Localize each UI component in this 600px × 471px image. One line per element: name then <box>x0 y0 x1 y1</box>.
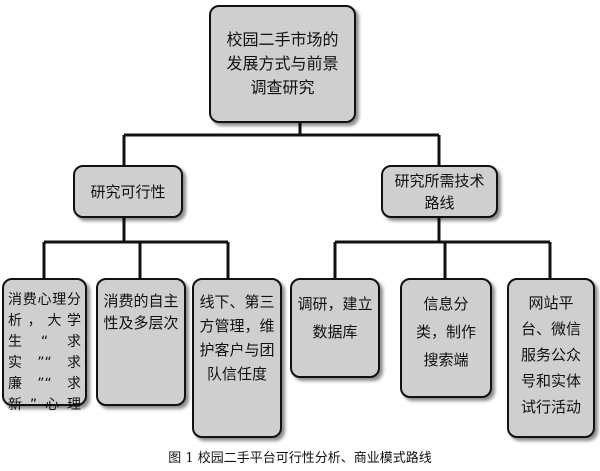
leaf-offline-management-node: 线下、第三方管理，维护客户与团队信任度 <box>192 278 282 438</box>
leaf-consumer-psychology-node: 消费心理分析，大学生“求实”“求廉”“求新”心理 <box>2 278 87 413</box>
branch-tech-route-node: 研究所需技术路线 <box>381 165 498 218</box>
leaf-autonomy-node: 消费的自主性及多层次 <box>96 278 186 406</box>
branch-tech-route-label: 研究所需技术路线 <box>394 171 485 212</box>
figure-caption: 图 1 校园二手平台可行性分析、商业模式路线 <box>168 451 432 466</box>
root-node: 校园二手市场的发展方式与前景调查研究 <box>209 5 356 123</box>
leaf-consumer-psychology-label: 消费心理分析，大学生“求实”“求廉”“求新”心理 <box>8 292 81 413</box>
leaf-research-database-label: 调研，建立数据库 <box>297 295 373 341</box>
branch-feasibility-node: 研究可行性 <box>73 165 183 218</box>
root-node-label: 校园二手市场的发展方式与前景调查研究 <box>226 30 339 97</box>
leaf-offline-management-label: 线下、第三方管理，维护客户与团队信任度 <box>199 293 275 383</box>
leaf-platform-node: 网站平台、微信服务公众号和实体试行活动 <box>507 278 595 438</box>
leaf-autonomy-label: 消费的自主性及多层次 <box>103 292 179 332</box>
leaf-research-database-node: 调研，建立数据库 <box>290 278 380 378</box>
leaf-platform-label: 网站平台、微信服务公众号和实体试行活动 <box>520 294 581 416</box>
leaf-search-node: 信息分类，制作搜索端 <box>400 278 492 398</box>
leaf-search-label: 信息分类，制作搜索端 <box>415 295 476 369</box>
branch-feasibility-label: 研究可行性 <box>90 182 166 201</box>
